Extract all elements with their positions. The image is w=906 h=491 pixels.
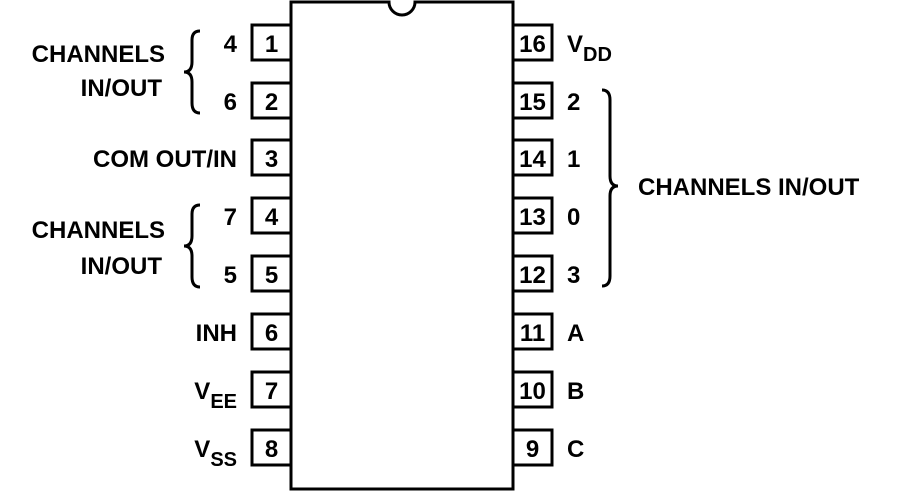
pin-label: 0 xyxy=(567,204,580,231)
pin-number: 13 xyxy=(519,204,546,231)
pin-label: 5 xyxy=(224,262,237,289)
pin-number: 3 xyxy=(265,146,278,173)
pin-number: 12 xyxy=(519,262,546,289)
pin-number: 16 xyxy=(519,31,546,58)
left-pin-8: 8 VSS xyxy=(194,428,293,471)
pin-label: 3 xyxy=(567,262,580,289)
right-pin-14: 14 1 xyxy=(511,138,580,177)
right-group-label: CHANNELS IN/OUT xyxy=(638,174,860,201)
left-pin-4: 4 7 xyxy=(224,196,293,235)
pin-number: 8 xyxy=(265,436,278,463)
pin-label-subscript: EE xyxy=(210,391,237,413)
ic-body xyxy=(289,0,515,491)
pin-number: 5 xyxy=(265,262,278,289)
pin-label: 2 xyxy=(567,89,580,116)
pin-label-subscript: DD xyxy=(583,44,612,66)
left-pin-2: 2 6 xyxy=(224,81,293,120)
pin-label: INH xyxy=(196,320,237,347)
pin-number: 9 xyxy=(526,436,539,463)
pin-number: 7 xyxy=(265,378,278,405)
pin-label: C xyxy=(567,436,584,463)
right-pin-11: 11 A xyxy=(511,312,584,351)
pin-number: 2 xyxy=(265,89,278,116)
right-pin-12: 12 3 xyxy=(511,254,580,293)
left-pin-1: 1 4 xyxy=(224,23,293,62)
pin-label-subscript: SS xyxy=(210,449,237,471)
pin-label: COM OUT/IN xyxy=(93,146,237,173)
pin-label-main: V xyxy=(194,436,210,463)
pin-label: 1 xyxy=(567,146,580,173)
pin-number: 10 xyxy=(519,378,546,405)
left-pin-6: 6 INH xyxy=(196,312,293,351)
pin-number: 6 xyxy=(265,320,278,347)
left-bottom-brace xyxy=(183,203,201,289)
right-pin-10: 10 B xyxy=(511,370,584,409)
right-pin-16: 16 VDD xyxy=(511,23,612,66)
right-brace xyxy=(601,88,619,288)
left-top-group-label-line2: IN/OUT xyxy=(81,75,163,102)
left-top-brace xyxy=(183,29,201,115)
pin-label: B xyxy=(567,378,584,405)
pin-label: 7 xyxy=(224,204,237,231)
pin-number: 4 xyxy=(265,204,279,231)
pin-label: A xyxy=(567,320,584,347)
pin-number: 15 xyxy=(519,89,546,116)
pin-label: 6 xyxy=(224,89,237,116)
right-pin-13: 13 0 xyxy=(511,196,580,235)
pin-number: 11 xyxy=(520,320,545,347)
pin-number: 1 xyxy=(265,31,278,58)
pin-label-main: V xyxy=(194,378,210,405)
left-top-group-label-line1: CHANNELS xyxy=(32,41,165,68)
left-bottom-group-label-line2: IN/OUT xyxy=(81,253,163,280)
pin-number: 14 xyxy=(519,146,546,173)
right-pin-15: 15 2 xyxy=(511,81,580,120)
right-pin-9: 9 C xyxy=(511,428,584,467)
left-bottom-group-label-line1: CHANNELS xyxy=(32,217,165,244)
pin-label: VDD xyxy=(567,31,612,66)
pin-label: VSS xyxy=(194,436,237,471)
pin-label: 4 xyxy=(224,31,238,58)
pin-label: VEE xyxy=(194,378,237,413)
left-pin-7: 7 VEE xyxy=(194,370,293,413)
left-pin-5: 5 5 xyxy=(224,254,293,293)
left-pin-3: 3 COM OUT/IN xyxy=(93,138,293,177)
pin-label-main: V xyxy=(567,31,583,58)
